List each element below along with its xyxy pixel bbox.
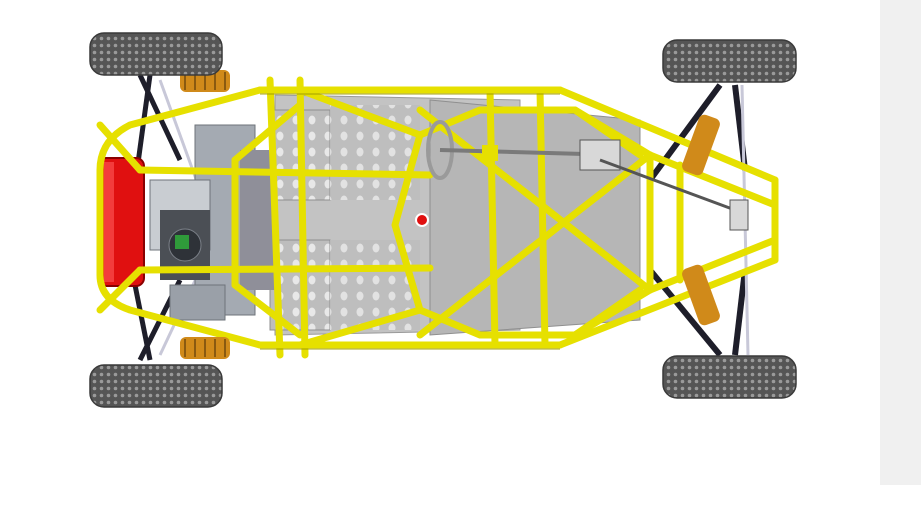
chassis-drawing	[89, 32, 797, 408]
front-right-shock	[682, 264, 720, 326]
frame-shading	[260, 93, 560, 350]
rear-left-tyre	[89, 32, 223, 76]
front-left-shock	[682, 114, 720, 176]
floor-panels	[269, 94, 641, 336]
rear-right-shock	[180, 337, 230, 359]
cad-viewport	[89, 32, 797, 408]
side-panel	[880, 0, 921, 485]
tube-frame	[96, 76, 779, 359]
steering-assembly	[415, 120, 749, 231]
front-right-tyre	[662, 355, 797, 399]
engine-assembly	[149, 124, 275, 321]
fuel-tank	[97, 157, 145, 287]
front-left-tyre	[662, 39, 797, 83]
rear-right-tyre	[89, 364, 223, 408]
